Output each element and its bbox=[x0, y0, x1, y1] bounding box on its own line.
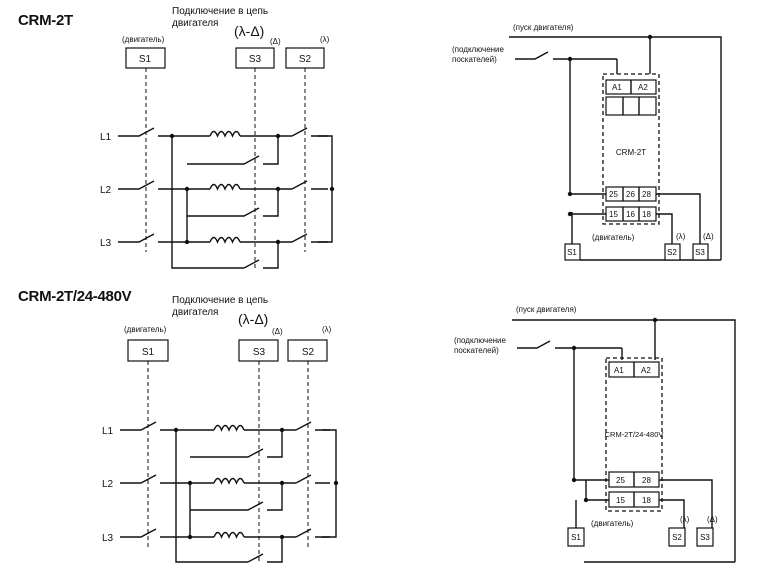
bottom-contactor-label-1: (подключение bbox=[454, 336, 507, 345]
bottom-phase-l2: L2 bbox=[102, 479, 114, 490]
bottom-wire-s1: S1 bbox=[571, 533, 581, 542]
top-s2-wire-box bbox=[664, 243, 681, 261]
top-contactor-label-2: поскателей) bbox=[452, 55, 497, 64]
bottom-contactor-label-2: поскателей) bbox=[454, 346, 499, 355]
top-delta-label: (Δ) bbox=[703, 232, 714, 241]
top-relay-outline bbox=[602, 73, 660, 225]
bottom-start-label: (пуск двигателя) bbox=[516, 305, 577, 314]
bottom-s3-tag: (Δ) bbox=[272, 327, 283, 336]
bottom-relay-wiring: (пуск двигателя) (подключение поскателей… bbox=[454, 305, 736, 563]
top-motor-diagram: CRM-2T Подключение в цепь двигателя (λ-Δ… bbox=[18, 6, 335, 269]
top-terminal-a1: A1 bbox=[612, 83, 622, 92]
top-s1-tag: (двигатель) bbox=[122, 35, 165, 44]
top-start-label: (пуск двигателя) bbox=[513, 23, 574, 32]
bottom-terminal-a1: A1 bbox=[614, 366, 624, 375]
bottom-s2-wire-box bbox=[668, 527, 686, 547]
top-phase-l3: L3 bbox=[100, 238, 112, 249]
top-wire-s2: S2 bbox=[667, 248, 677, 257]
bottom-terminal-15: 15 bbox=[616, 496, 625, 505]
bottom-terminal-25: 25 bbox=[616, 476, 625, 485]
bottom-s3-wire-box bbox=[696, 527, 714, 547]
bottom-caption-symbol: (λ-Δ) bbox=[238, 311, 268, 327]
bottom-phase-l3: L3 bbox=[102, 533, 114, 544]
top-model-title: CRM-2T bbox=[18, 12, 73, 29]
bottom-wire-s2: S2 bbox=[672, 533, 682, 542]
bottom-motor-label: (двигатель) bbox=[591, 519, 634, 528]
bottom-s2-tag: (λ) bbox=[322, 325, 332, 334]
top-s1-wire-box bbox=[564, 243, 581, 261]
bottom-terminal-28: 28 bbox=[642, 476, 651, 485]
bottom-s1-tag: (двигатель) bbox=[124, 325, 167, 334]
top-s3-tag: (Δ) bbox=[270, 37, 281, 46]
top-s2-label: S2 bbox=[299, 54, 312, 65]
bottom-s1-label: S1 bbox=[142, 347, 155, 358]
bottom-s3-label: S3 bbox=[253, 347, 266, 358]
bottom-s2-label: S2 bbox=[302, 347, 315, 358]
top-terminal-26: 26 bbox=[626, 190, 635, 199]
top-terminal-25: 25 bbox=[609, 190, 618, 199]
top-caption-symbol: (λ-Δ) bbox=[234, 23, 264, 39]
top-led-block bbox=[605, 96, 657, 116]
top-relay-name: CRM-2T bbox=[616, 148, 646, 157]
top-terminal-16: 16 bbox=[626, 210, 635, 219]
bottom-lambda-label: (λ) bbox=[680, 515, 690, 524]
top-s2-tag: (λ) bbox=[320, 35, 330, 44]
top-s3-wire-box bbox=[692, 243, 709, 261]
bottom-phase-l1: L1 bbox=[102, 426, 114, 437]
bottom-caption-line2: двигателя bbox=[172, 307, 218, 318]
bottom-terminal-18: 18 bbox=[642, 496, 651, 505]
bottom-relay-name: CRM-2T/24-480V bbox=[605, 430, 664, 439]
top-s3-label: S3 bbox=[249, 54, 262, 65]
top-terminal-18: 18 bbox=[642, 210, 651, 219]
bottom-wire-s3: S3 bbox=[700, 533, 710, 542]
top-terminal-15: 15 bbox=[609, 210, 618, 219]
top-caption-line1: Подключение в цепь bbox=[172, 6, 268, 17]
bottom-caption-line1: Подключение в цепь bbox=[172, 295, 268, 306]
top-terminal-a2: A2 bbox=[638, 83, 648, 92]
top-contactor-label-1: (подключение bbox=[452, 45, 505, 54]
bottom-relay-outline bbox=[605, 357, 663, 512]
top-terminal-28: 28 bbox=[642, 190, 651, 199]
bottom-delta-label: (Δ) bbox=[707, 515, 718, 524]
top-s1-label: S1 bbox=[139, 54, 152, 65]
top-phase-l2: L2 bbox=[100, 185, 112, 196]
top-wire-s1: S1 bbox=[567, 248, 577, 257]
top-relay-wiring: (пуск двигателя) (подключение поскателей… bbox=[452, 23, 722, 261]
top-motor-label: (двигатель) bbox=[592, 233, 635, 242]
bottom-s1-wire-box bbox=[567, 527, 585, 547]
top-wire-s3: S3 bbox=[695, 248, 705, 257]
bottom-terminal-a2: A2 bbox=[641, 366, 651, 375]
top-caption-line2: двигателя bbox=[172, 18, 218, 29]
top-lambda-label: (λ) bbox=[676, 232, 686, 241]
bottom-motor-diagram: CRM-2T/24-480V Подключение в цепь двигат… bbox=[18, 288, 339, 563]
bottom-model-title: CRM-2T/24-480V bbox=[18, 288, 132, 305]
top-phase-l1: L1 bbox=[100, 132, 112, 143]
